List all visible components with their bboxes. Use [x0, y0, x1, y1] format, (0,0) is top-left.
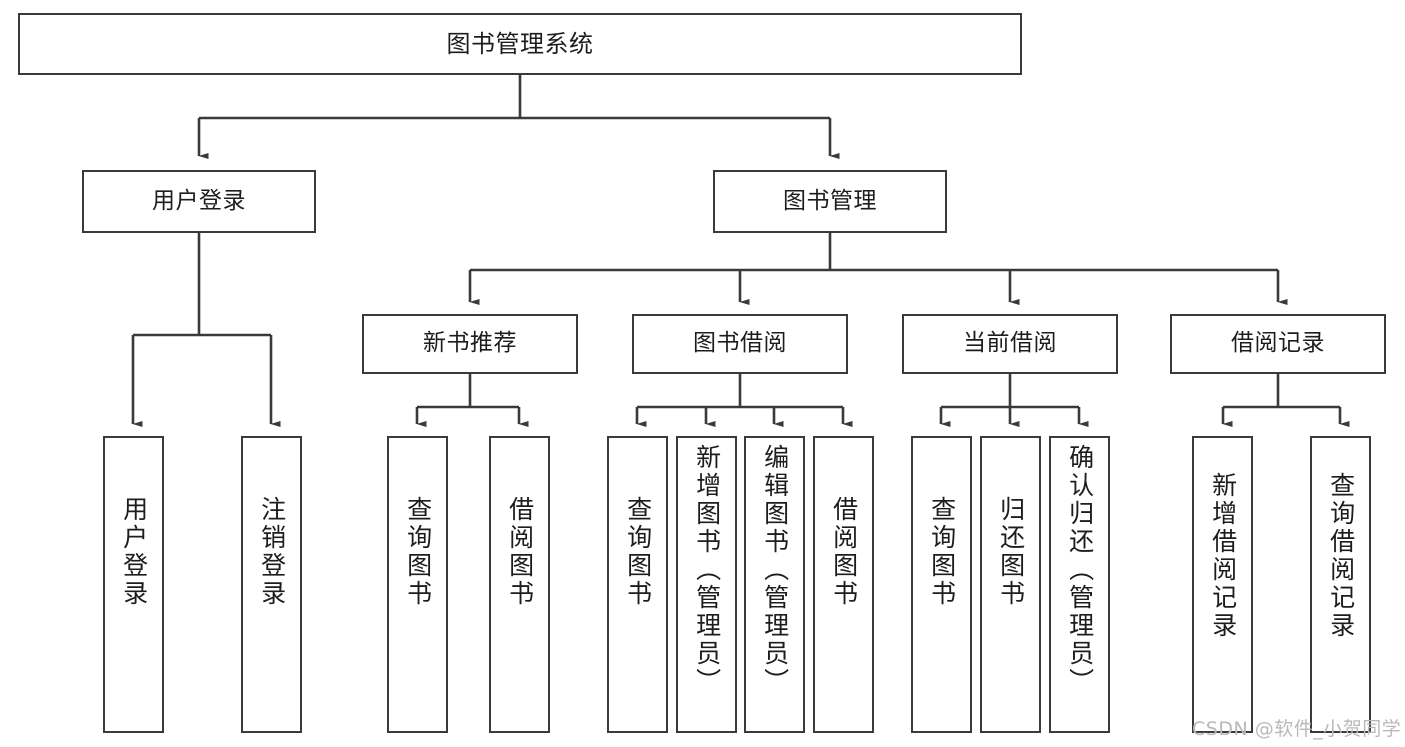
leaf-query-book-2-label: 查询图书 [623, 496, 653, 608]
node-borrow-record-label: 借阅记录 [1231, 330, 1325, 357]
leaf-logout-login-label: 注销登录 [257, 496, 287, 608]
node-book-management-label: 图书管理 [783, 187, 877, 214]
node-user-login[interactable]: 用户登录 [82, 170, 316, 233]
leaf-return-book-label: 归还图书 [996, 496, 1026, 608]
leaf-edit-book-admin[interactable]: 编辑图书（管理员） [744, 436, 805, 733]
leaf-query-book-3[interactable]: 查询图书 [911, 436, 972, 733]
leaf-query-borrow-record[interactable]: 查询借阅记录 [1310, 436, 1371, 733]
leaf-confirm-return-admin-label: 确认归还（管理员） [1065, 444, 1095, 696]
node-book-borrow[interactable]: 图书借阅 [632, 314, 848, 374]
leaf-add-borrow-record-label: 新增借阅记录 [1208, 472, 1238, 640]
leaf-logout-login[interactable]: 注销登录 [241, 436, 302, 733]
leaf-add-borrow-record[interactable]: 新增借阅记录 [1192, 436, 1253, 733]
node-borrow-record[interactable]: 借阅记录 [1170, 314, 1386, 374]
node-root[interactable]: 图书管理系统 [18, 13, 1022, 75]
leaf-query-book-3-label: 查询图书 [927, 496, 957, 608]
leaf-user-login-label: 用户登录 [119, 496, 149, 608]
leaf-add-book-admin-label: 新增图书（管理员） [692, 444, 722, 696]
node-root-label: 图书管理系统 [446, 29, 594, 58]
leaf-edit-book-admin-label: 编辑图书（管理员） [760, 444, 790, 696]
leaf-query-book-1[interactable]: 查询图书 [387, 436, 448, 733]
node-current-borrow[interactable]: 当前借阅 [902, 314, 1118, 374]
leaf-return-book[interactable]: 归还图书 [980, 436, 1041, 733]
leaf-add-book-admin[interactable]: 新增图书（管理员） [676, 436, 737, 733]
leaf-borrow-book-1-label: 借阅图书 [505, 496, 535, 608]
node-book-management[interactable]: 图书管理 [713, 170, 947, 233]
node-book-borrow-label: 图书借阅 [693, 330, 787, 357]
leaf-borrow-book-2-label: 借阅图书 [829, 496, 859, 608]
leaf-confirm-return-admin[interactable]: 确认归还（管理员） [1049, 436, 1110, 733]
node-new-book-recommend-label: 新书推荐 [423, 330, 517, 357]
node-current-borrow-label: 当前借阅 [963, 330, 1057, 357]
leaf-borrow-book-2[interactable]: 借阅图书 [813, 436, 874, 733]
leaf-query-book-1-label: 查询图书 [403, 496, 433, 608]
csdn-watermark: CSDN @软件_小贺同学 [1192, 718, 1402, 740]
leaf-user-login[interactable]: 用户登录 [103, 436, 164, 733]
node-user-login-label: 用户登录 [152, 187, 246, 214]
leaf-query-borrow-record-label: 查询借阅记录 [1326, 472, 1356, 640]
leaf-borrow-book-1[interactable]: 借阅图书 [489, 436, 550, 733]
node-new-book-recommend[interactable]: 新书推荐 [362, 314, 578, 374]
leaf-query-book-2[interactable]: 查询图书 [607, 436, 668, 733]
